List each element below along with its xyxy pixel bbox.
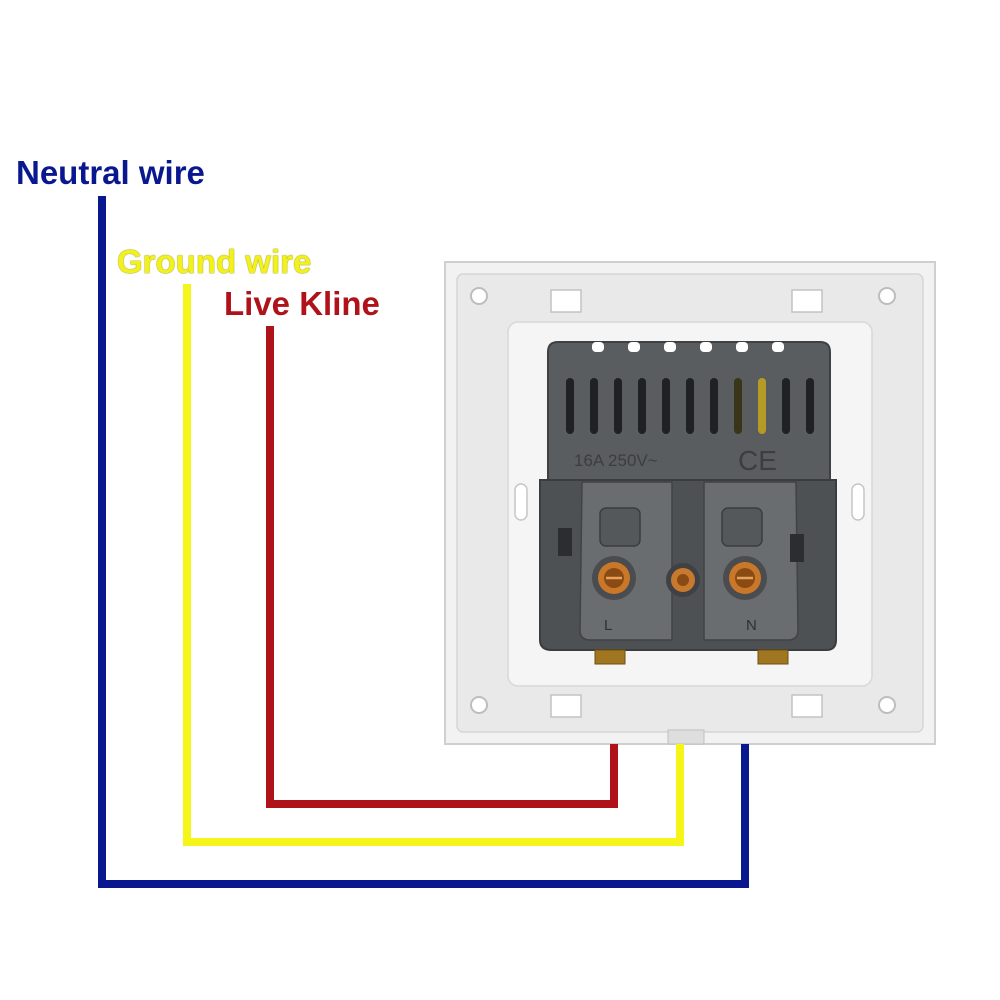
terminal-screw-l xyxy=(592,556,636,600)
plate-clip xyxy=(791,289,823,313)
rating-text: 16A 250V~ xyxy=(574,451,658,470)
socket-module: 16A 250V~ CE xyxy=(539,341,837,665)
terminal-label-n: N xyxy=(746,617,757,634)
neutral-wire-label: Neutral wire xyxy=(16,154,205,191)
terminal-screw-ground xyxy=(666,563,700,597)
screw-hole xyxy=(470,696,488,714)
screw-hole xyxy=(878,696,896,714)
live-wire-label: Live Kline xyxy=(224,285,380,322)
terminal-label-l: L xyxy=(604,617,612,634)
side-slot xyxy=(851,483,865,521)
plate-clip xyxy=(791,694,823,718)
side-slot xyxy=(514,483,528,521)
ground-wire-label: Ground wire xyxy=(117,243,312,280)
ground-wire xyxy=(183,284,684,846)
neutral-wire xyxy=(98,196,749,888)
plate-clip xyxy=(550,694,582,718)
screw-hole xyxy=(878,287,896,305)
terminal-screw-n xyxy=(723,556,767,600)
vent-slots xyxy=(566,378,814,434)
screw-hole xyxy=(470,287,488,305)
ce-mark: CE xyxy=(738,445,777,476)
live-wire xyxy=(266,326,618,808)
plate-clip xyxy=(550,289,582,313)
